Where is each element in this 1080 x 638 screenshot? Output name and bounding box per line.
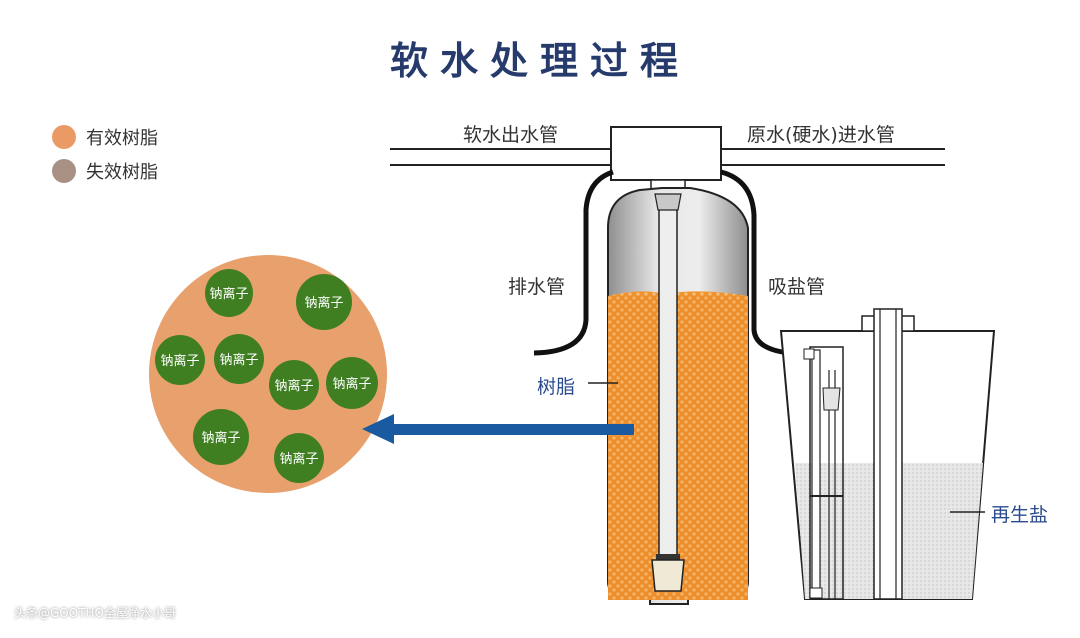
brine-tank: [779, 308, 996, 600]
bottom-strainer: [651, 559, 685, 592]
exhausted-resin-swatch: [52, 159, 76, 183]
sodium-ion: 钠离子: [205, 269, 253, 317]
sodium-ion-circle: [205, 269, 253, 317]
sodium-ion: 钠离子: [155, 335, 205, 385]
sodium-ion-circle: [193, 409, 249, 465]
top-strainer: [654, 193, 682, 211]
sodium-ion-circle: [326, 357, 378, 409]
diagram-title: 软水处理过程: [389, 39, 690, 83]
sodium-ion-circle: [296, 274, 352, 330]
magnify-arrow: [362, 414, 634, 444]
regen-salt-label: 再生盐: [991, 504, 1049, 526]
sodium-ion-label: 钠离子: [201, 430, 240, 446]
legend-label: 失效树脂: [86, 162, 158, 183]
control-valve: [610, 126, 722, 181]
drain-pipe-label: 排水管: [508, 276, 566, 298]
resin-tank: [607, 187, 749, 605]
resin-label: 树脂: [537, 376, 576, 398]
legend-item-active-resin: 有效树脂: [52, 120, 158, 154]
raw-water-inlet-label: 原水(硬水)进水管: [747, 124, 895, 146]
sodium-ion: 钠离子: [214, 334, 264, 384]
sodium-ion-circle: [155, 335, 205, 385]
sodium-ion: 钠离子: [326, 357, 378, 409]
sodium-ion-label: 钠离子: [279, 451, 318, 467]
sodium-ion-label: 钠离子: [274, 378, 313, 394]
sodium-ion-label: 钠离子: [304, 295, 343, 311]
sodium-ion-circle: [269, 360, 319, 410]
legend: 有效树脂 失效树脂: [52, 120, 158, 188]
sodium-ion: 钠离子: [274, 433, 324, 483]
watermark: 头条@GOOTHO全屋净水小哥: [14, 606, 176, 620]
sodium-ion: 钠离子: [269, 360, 319, 410]
sodium-ion-label: 钠离子: [219, 352, 258, 368]
distributor-tube: [658, 207, 678, 559]
sodium-ion-label: 钠离子: [209, 286, 248, 302]
active-resin-swatch: [52, 125, 76, 149]
sodium-ion: 钠离子: [296, 274, 352, 330]
sodium-ion-circle: [274, 433, 324, 483]
soft-water-outlet-label: 软水出水管: [463, 124, 559, 146]
legend-item-exhausted-resin: 失效树脂: [52, 154, 158, 188]
legend-label: 有效树脂: [86, 128, 158, 149]
brine-pipe: [720, 169, 809, 357]
sodium-ion-label: 钠离子: [160, 353, 199, 369]
sodium-ion-label: 钠离子: [332, 376, 371, 392]
sodium-ion-circle: [214, 334, 264, 384]
bottom-strainer-collar: [656, 554, 680, 560]
brine-pipe-label: 吸盐管: [768, 276, 826, 298]
drain-pipe: [533, 169, 614, 356]
sodium-ion: 钠离子: [193, 409, 249, 465]
magnified-resin-bead: 钠离子钠离子钠离子钠离子钠离子钠离子钠离子钠离子: [149, 255, 387, 493]
